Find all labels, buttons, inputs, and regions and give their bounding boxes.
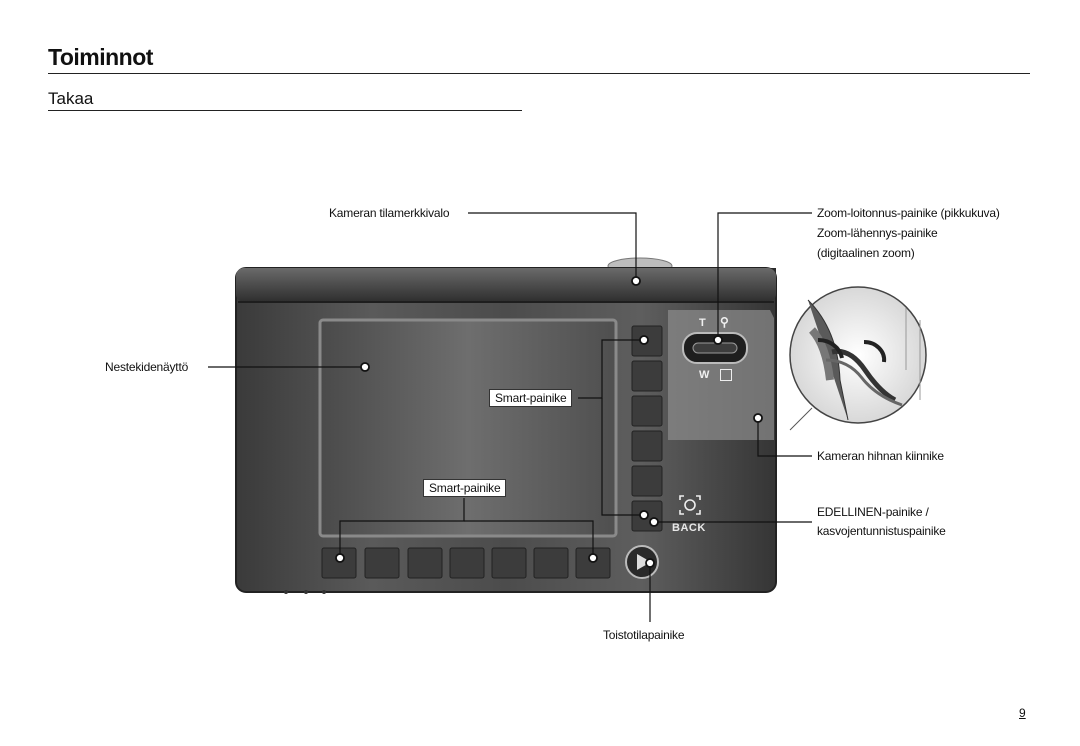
leader-lines xyxy=(208,212,812,622)
label-back-button-line1: EDELLINEN-painike / xyxy=(817,505,929,519)
side-button-2 xyxy=(631,360,663,392)
bottom-button-3 xyxy=(407,547,443,579)
label-status-lamp: Kameran tilamerkkivalo xyxy=(329,206,450,220)
label-back-button-line2: kasvojentunnistuspainike xyxy=(817,524,946,538)
side-button-5 xyxy=(631,465,663,497)
section-subtitle: Takaa xyxy=(48,89,94,108)
bottom-button-2 xyxy=(364,547,400,579)
thumbnail-grid-icon xyxy=(720,369,732,381)
callout-dots xyxy=(335,276,763,568)
page-number: 9 xyxy=(1019,706,1026,720)
label-play-button: Toistotilapainike xyxy=(603,628,685,642)
label-strap-eyelet: Kameran hihnan kiinnike xyxy=(817,449,944,463)
lcd-screen xyxy=(318,318,618,538)
bottom-button-1 xyxy=(321,547,357,579)
back-marking: BACK xyxy=(672,522,706,534)
label-digital-zoom: (digitaalinen zoom) xyxy=(817,246,915,260)
label-zoom-out: Zoom-loitonnus-painike (pikkukuva) xyxy=(817,206,1000,220)
side-button-4 xyxy=(631,430,663,462)
subtitle-divider xyxy=(48,110,522,111)
label-smart-button-right: Smart-painike xyxy=(489,389,573,407)
tele-marking: T xyxy=(699,317,706,329)
label-smart-button-bottom: Smart-painike xyxy=(423,479,507,497)
label-zoom-in: Zoom-lähennys-painike xyxy=(817,226,938,240)
bottom-button-6 xyxy=(533,547,569,579)
face-detection-icon xyxy=(679,495,701,515)
label-lcd: Nestekidenäyttö xyxy=(105,360,189,374)
tele-magnifier-icon: ⚲ xyxy=(720,315,729,329)
camera-top-band xyxy=(236,268,776,302)
bottom-button-4 xyxy=(449,547,485,579)
page-title: Toiminnot xyxy=(48,44,153,70)
strap-inset-illustration xyxy=(789,286,927,431)
wide-marking: W xyxy=(699,369,710,381)
bottom-button-5 xyxy=(491,547,527,579)
side-button-3 xyxy=(631,395,663,427)
play-icon xyxy=(637,554,651,570)
title-divider xyxy=(48,73,1030,74)
